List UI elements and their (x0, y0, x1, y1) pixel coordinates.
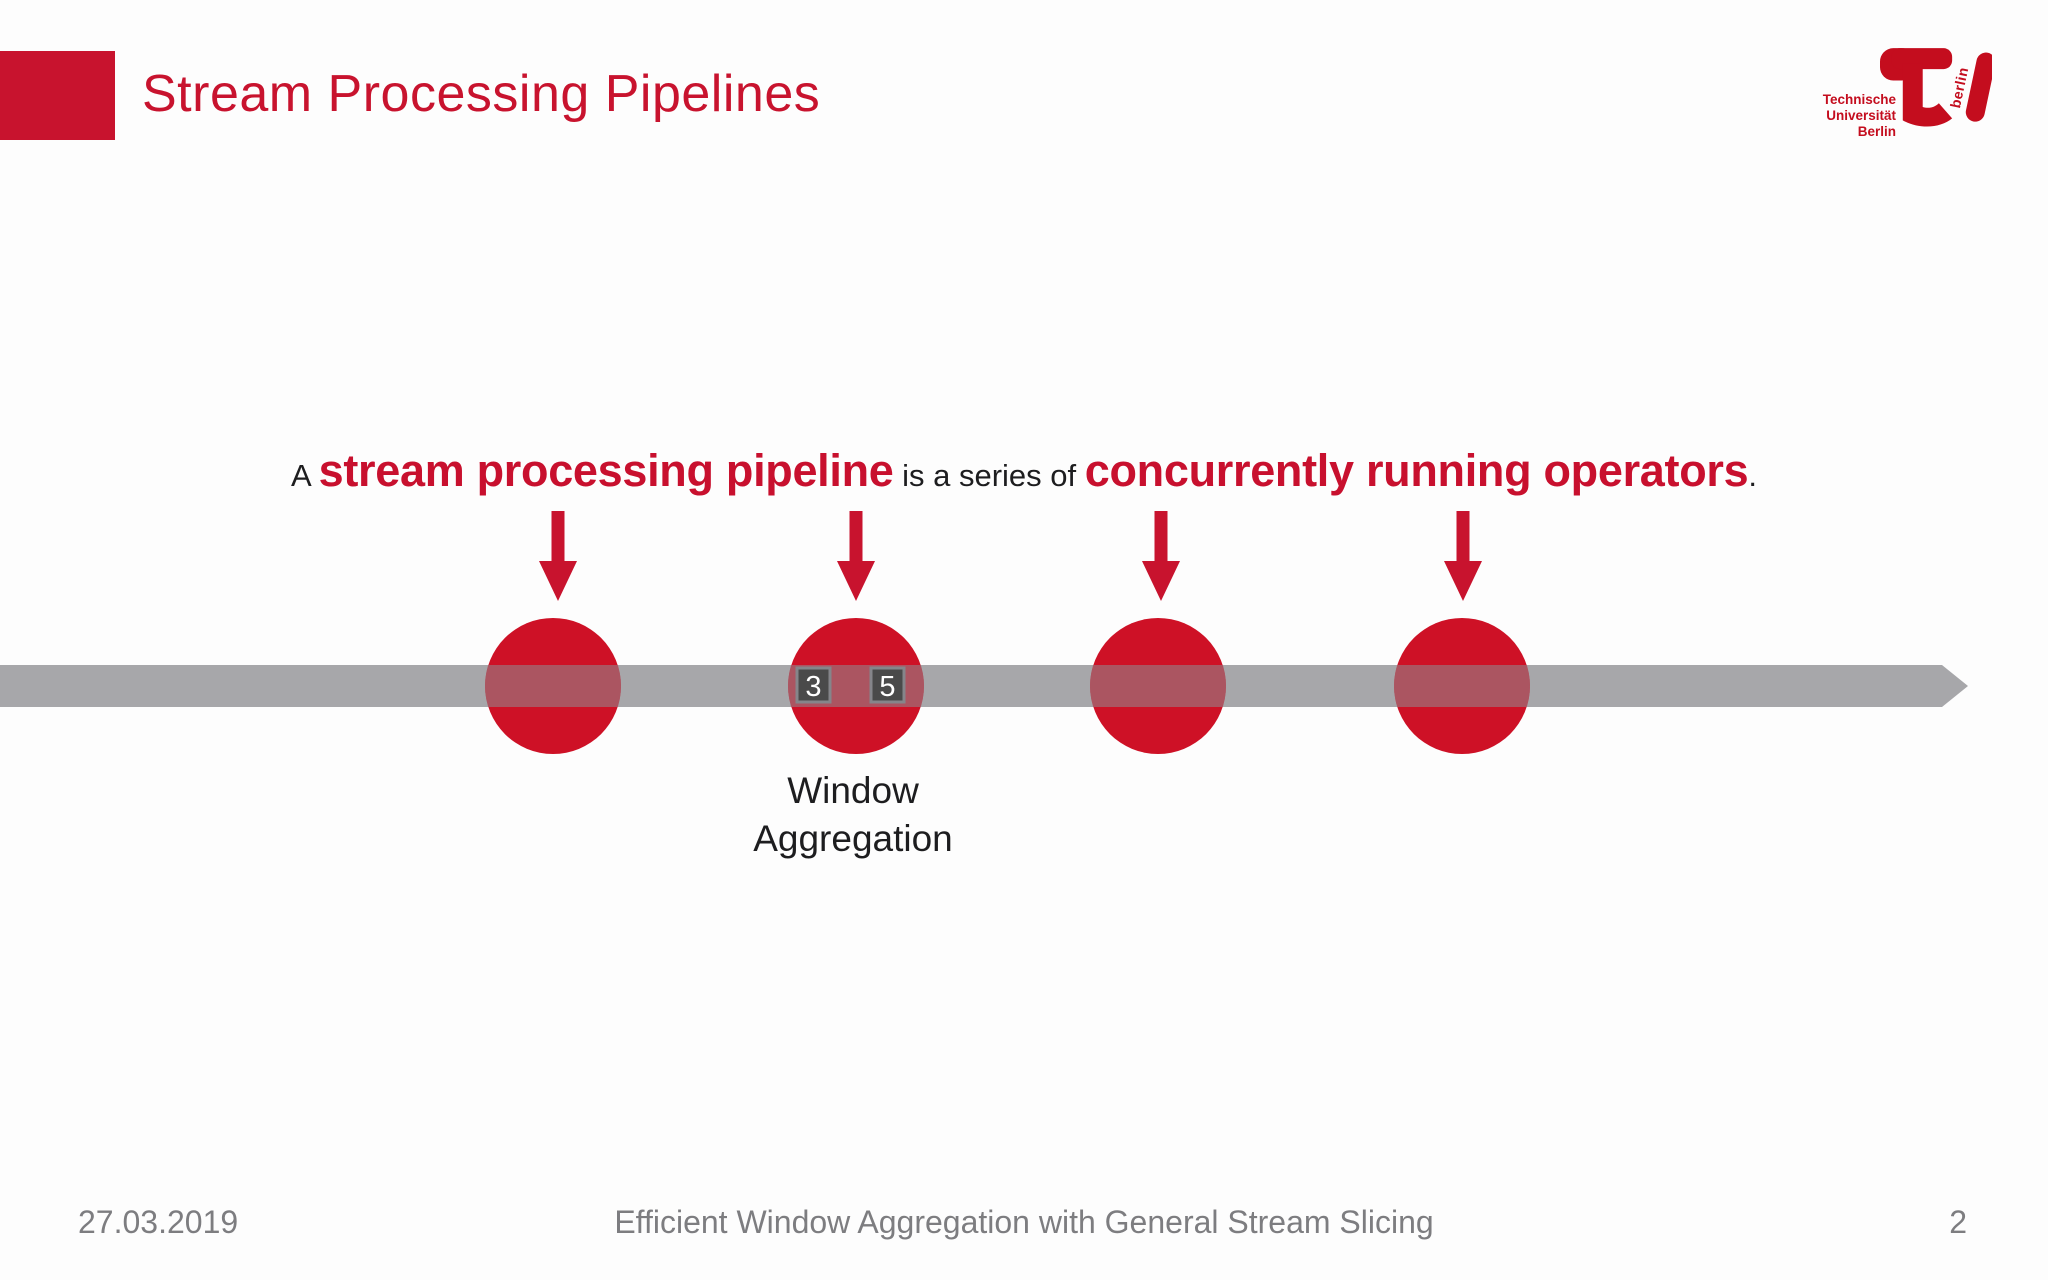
operator-label-line-2: Aggregation (753, 818, 953, 859)
tuple-box-2 (869, 666, 906, 704)
tuple-value-2: 5 (879, 671, 895, 703)
logo-institution-line: Technische (1822, 92, 1896, 107)
footer-date: 27.03.2019 (78, 1204, 239, 1240)
operator-label: Window Aggregation (753, 770, 953, 859)
tuple-boxes: 3 5 (795, 666, 906, 704)
down-arrow-icon-2 (837, 511, 875, 601)
down-arrow-icon-1 (539, 511, 577, 601)
tuple-box-1 (795, 666, 832, 704)
tu-berlin-logo-icon: berlin (1880, 48, 1992, 127)
footer-page-number: 2 (1949, 1204, 1967, 1240)
down-arrow-icon-4 (1444, 511, 1482, 601)
logo-stem-bowl-shape (1902, 63, 1953, 127)
definition-sentence: A stream processing pipeline is a series… (0, 438, 2048, 509)
sentence-period: . (1748, 458, 1757, 493)
sentence-emphasis-pipeline: stream processing pipeline (318, 445, 894, 496)
sentence-prefix: A (291, 458, 319, 493)
operator-label-line-1: Window (787, 770, 919, 811)
sentence-emphasis-operators: concurrently running operators (1084, 445, 1749, 496)
sentence-middle: is a series of (893, 458, 1085, 493)
logo-institution-line: Berlin (1857, 124, 1896, 139)
logo-arm-shape (1965, 52, 1992, 122)
title-accent-square (0, 51, 115, 140)
operator-pointer-arrows (539, 511, 1482, 601)
footer-title: Efficient Window Aggregation with Genera… (614, 1204, 1434, 1240)
logo-institution-name: Technische Universität Berlin (1790, 92, 1896, 140)
down-arrow-icon-3 (1142, 511, 1180, 601)
logo-institution-line: Universität (1826, 108, 1896, 123)
tuple-value-1: 3 (805, 671, 821, 703)
stream-bar (0, 665, 1968, 707)
page-title: Stream Processing Pipelines (142, 65, 821, 123)
